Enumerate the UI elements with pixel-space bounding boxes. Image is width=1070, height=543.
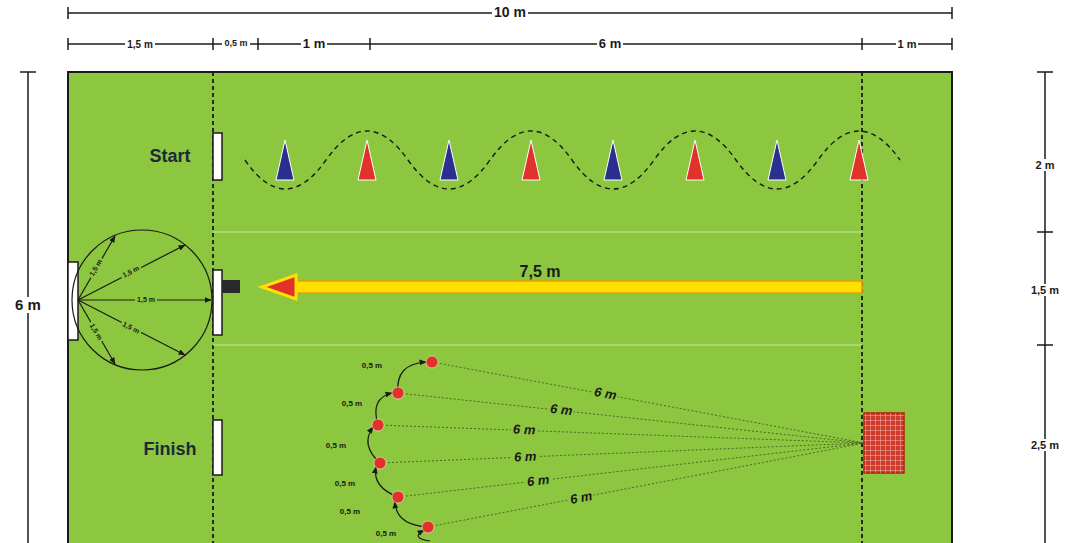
start-label: Start xyxy=(147,147,192,167)
distance-label: 6 m xyxy=(547,401,575,418)
step-label: 0,5 m xyxy=(324,442,348,451)
ball-spots xyxy=(372,356,438,533)
dashed-lines xyxy=(213,72,862,543)
dimension-label: 1,5 m xyxy=(1029,284,1061,296)
finish-label: Finish xyxy=(142,440,199,460)
sprint-arrow xyxy=(292,281,862,293)
dimension-label: 2,5 m xyxy=(1029,439,1061,451)
radius-arrows xyxy=(78,236,211,364)
step-label: 0,5 m xyxy=(333,480,357,489)
slalom-path xyxy=(245,131,900,189)
distance-label: 6 m xyxy=(511,422,538,437)
goal xyxy=(864,413,904,473)
shot-lines xyxy=(378,362,864,527)
playing-field xyxy=(68,72,952,543)
sprint-arrowhead xyxy=(262,275,296,299)
dimension-label: 6 m xyxy=(597,37,623,51)
distance-label: 6 m xyxy=(512,449,539,464)
dimension-label: 1,5 m xyxy=(125,39,155,50)
dimension-label: 10 m xyxy=(492,5,528,20)
boards xyxy=(68,133,222,475)
step-label: 0,5 m xyxy=(340,400,364,409)
reaction-circle xyxy=(72,230,212,370)
lane-lines xyxy=(213,232,862,345)
dimension-label: 0,5 m xyxy=(222,39,249,49)
distance-label: 6 m xyxy=(524,472,552,489)
distance-label: 7,5 m xyxy=(518,263,563,281)
step-label: 0,5 m xyxy=(360,362,384,371)
radius-label: 1,5 m xyxy=(135,296,157,304)
step-label: 0,5 m xyxy=(338,508,362,517)
step-label: 0,5 m xyxy=(374,530,398,539)
dimension-label: 1 m xyxy=(896,38,919,50)
step-arcs xyxy=(368,362,430,541)
cones xyxy=(276,140,868,180)
dimension-label: 1 m xyxy=(301,37,327,51)
ball-launcher xyxy=(222,280,240,293)
goal-net xyxy=(864,413,904,473)
dimension-label: 2 m xyxy=(1034,159,1057,171)
dimension-label: 6 m xyxy=(13,297,43,314)
